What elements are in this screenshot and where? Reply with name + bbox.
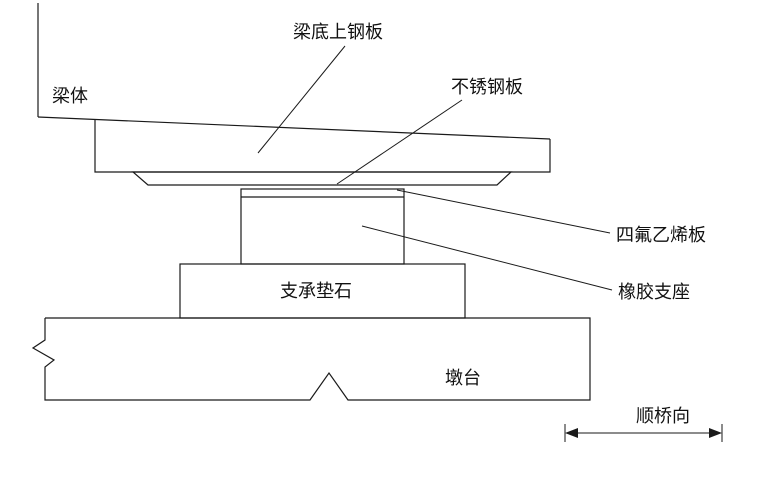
pier-label: 墩台 <box>445 368 481 388</box>
direction-arrow-right-head-icon <box>709 428 722 438</box>
ptfe-plate-label: 四氟乙烯板 <box>616 225 706 245</box>
beam-soffit-sloped-line <box>37 116 551 140</box>
stainless-steel-plate-leader-line <box>336 99 463 185</box>
rubber-bearing-label: 橡胶支座 <box>618 282 690 302</box>
beam-body-label: 梁体 <box>52 86 88 106</box>
rubber-bearing-leader-line <box>361 225 613 291</box>
beam-bottom-steel-plate-label: 梁底上钢板 <box>293 22 383 42</box>
beam-bottom-steel-plate-leader-line <box>257 45 346 154</box>
bearing-pedestal-label: 支承垫石 <box>280 281 352 301</box>
pier-outline <box>31 317 591 401</box>
stainless-steel-plate-label: 不锈钢板 <box>451 77 523 97</box>
beam-haunch-outline <box>94 120 551 173</box>
along-bridge-direction-label: 顺桥向 <box>636 406 690 426</box>
rubber-bearing-shape <box>240 188 405 265</box>
ptfe-plate-leader-line <box>396 189 611 234</box>
beam-bottom-steel-plate-shape <box>131 171 513 186</box>
direction-arrow-left-head-icon <box>565 428 578 438</box>
